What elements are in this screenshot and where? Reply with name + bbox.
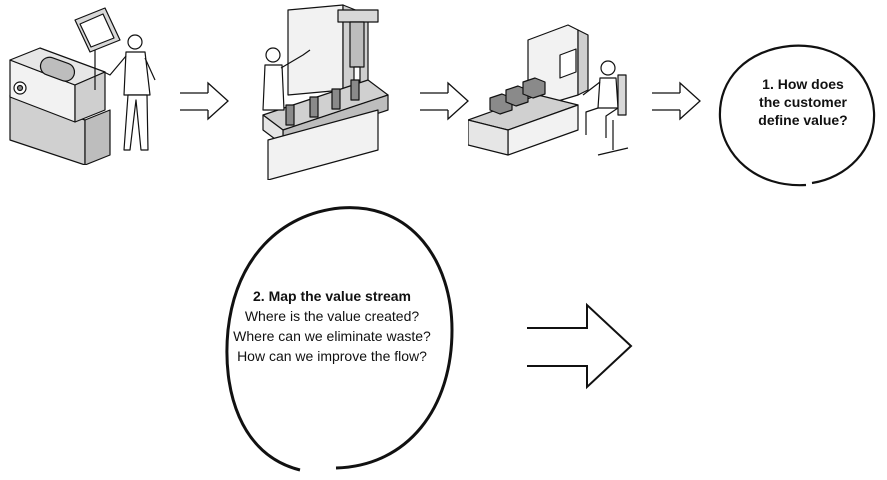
packaging-workstation-illustration bbox=[468, 24, 629, 156]
step2-title: 2. Map the value stream bbox=[253, 288, 411, 304]
assembly-line-illustration bbox=[262, 4, 389, 180]
step1-text: 1. How does the customer define value? bbox=[738, 75, 868, 129]
step2-question: Where is the value created? bbox=[244, 308, 420, 324]
flow-arrow-icon bbox=[180, 81, 229, 121]
machine-operator-illustration bbox=[9, 7, 156, 165]
step2-question: Where can we eliminate waste? bbox=[233, 328, 431, 344]
step1-line: define value? bbox=[758, 112, 848, 128]
large-flow-arrow-icon bbox=[527, 302, 633, 390]
step2-text: 2. Map the value stream Where is the val… bbox=[227, 286, 437, 366]
flow-arrow-icon bbox=[420, 81, 469, 121]
step1-line: the customer bbox=[759, 94, 847, 110]
flow-arrow-icon bbox=[652, 81, 701, 121]
step1-line: 1. How does bbox=[762, 76, 844, 92]
step2-question: How can we improve the flow? bbox=[237, 348, 427, 364]
